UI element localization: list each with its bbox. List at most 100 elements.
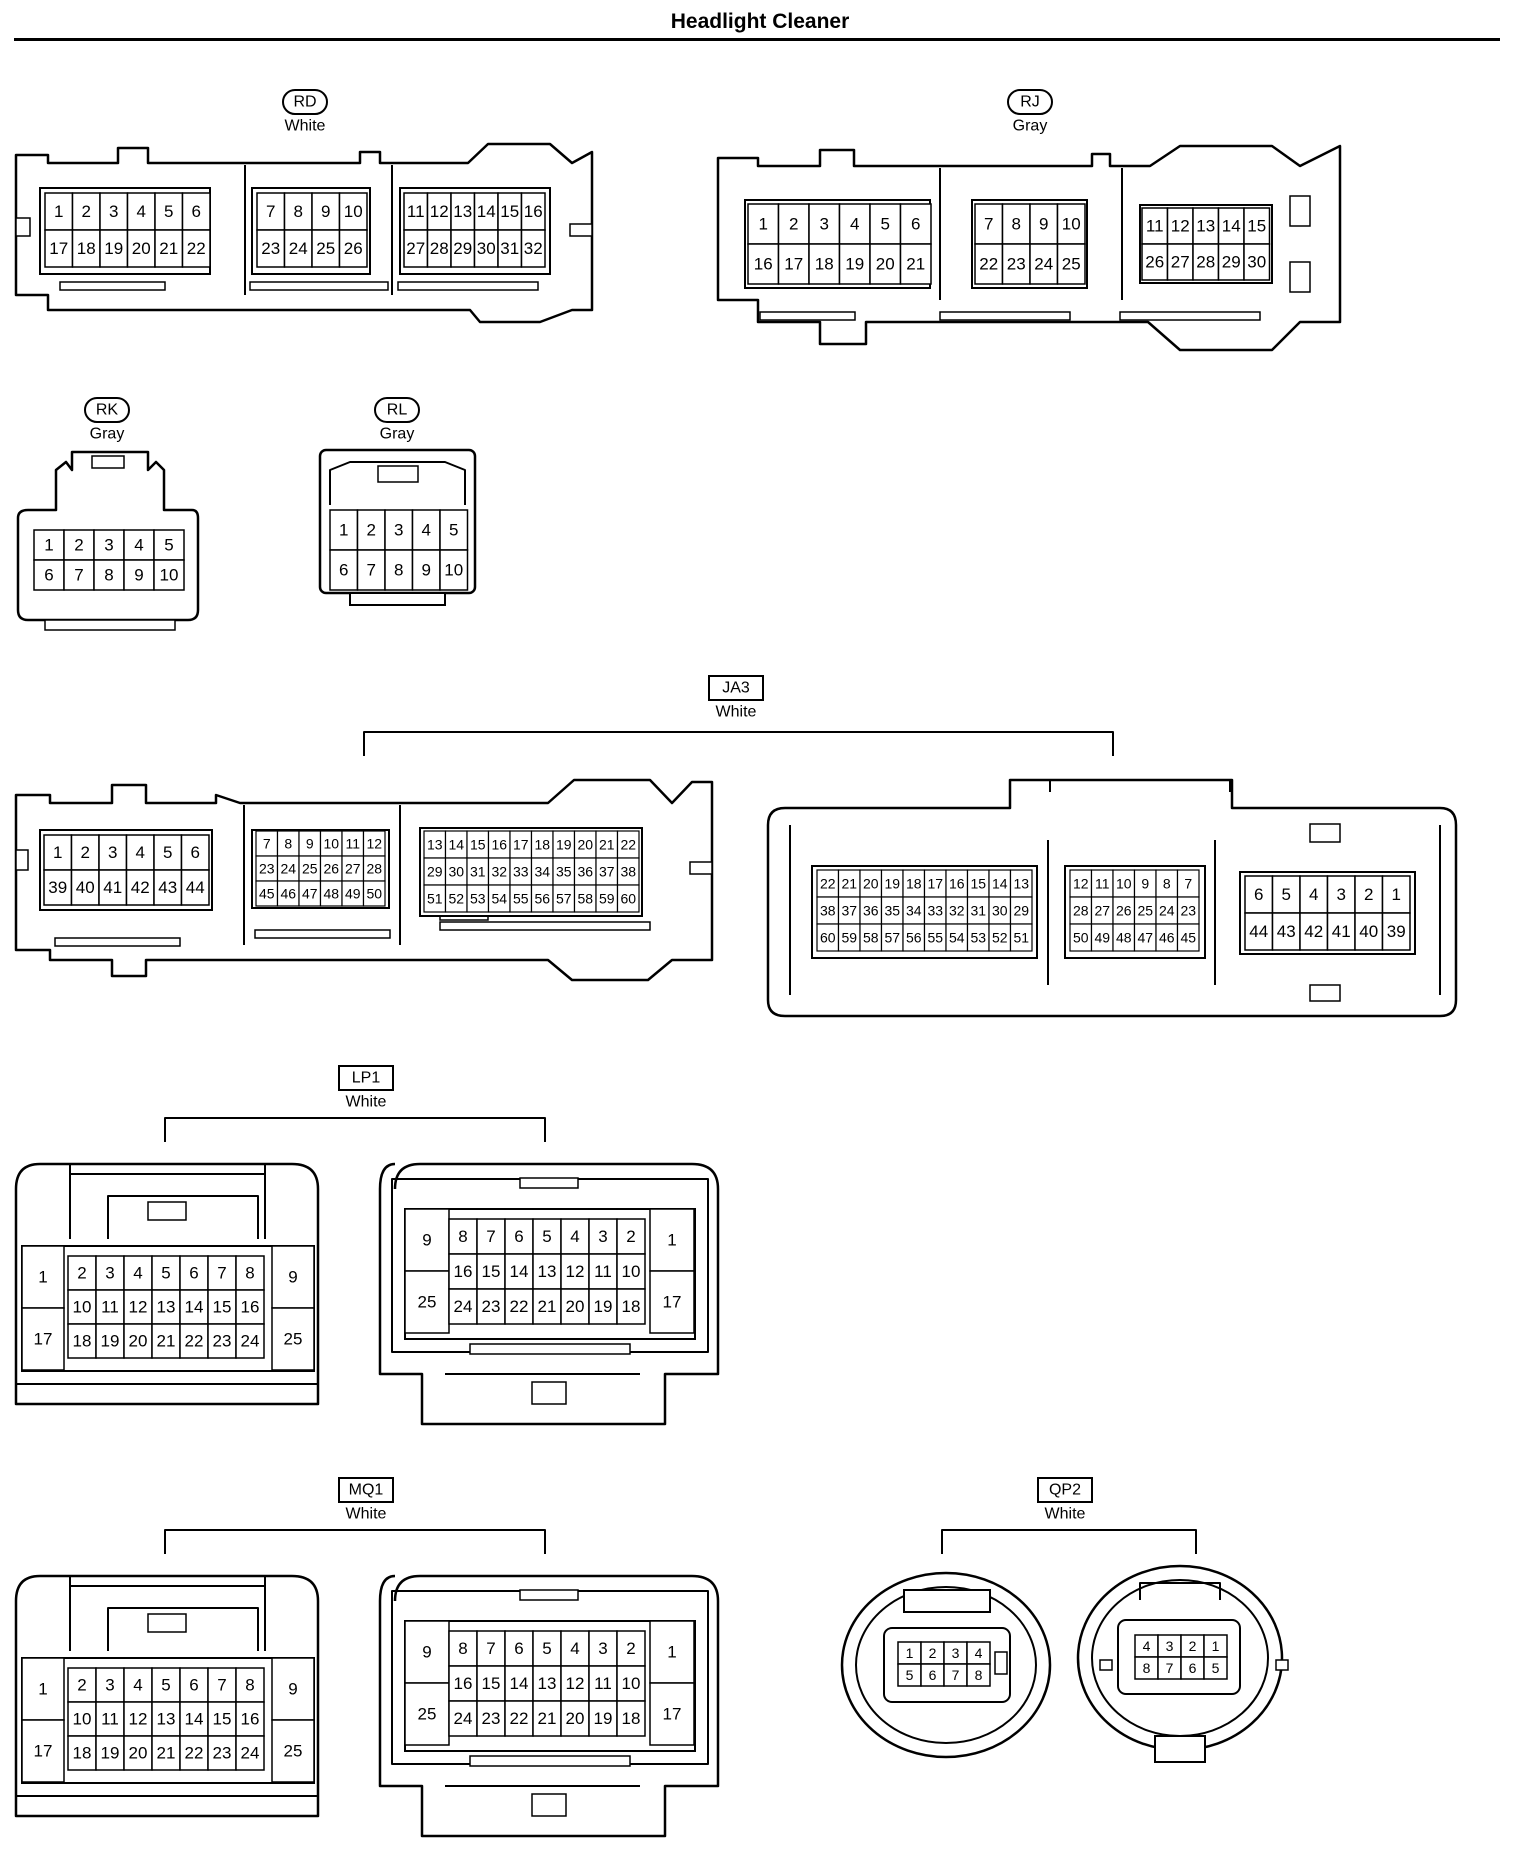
pin-cell	[1056, 243, 1086, 285]
pin-number: 4	[133, 1264, 142, 1283]
pin-number: 11	[345, 836, 360, 852]
pin-cell	[207, 1667, 237, 1703]
pin-number: 12	[566, 1674, 585, 1693]
pin-number: 7	[486, 1639, 495, 1658]
pin-cell	[504, 1288, 534, 1325]
pin-number: 30	[448, 864, 464, 880]
pin-number: 2	[1364, 885, 1373, 904]
connector-tag	[282, 89, 328, 115]
pin-cell	[98, 834, 128, 871]
pin-number: 55	[927, 930, 943, 946]
pin-cell	[1271, 912, 1301, 951]
pin-cell	[649, 1270, 695, 1334]
pin-number: 10	[444, 561, 463, 580]
pin-cell	[560, 1700, 590, 1737]
connector-color: White	[346, 1506, 387, 1523]
pin-number: 13	[538, 1674, 557, 1693]
pin-number: 7	[984, 215, 993, 234]
pin-cell	[411, 549, 441, 591]
pin-cell	[747, 203, 780, 245]
pin-number: 43	[1277, 922, 1296, 941]
pin-cell	[899, 243, 932, 285]
pin-number: 4	[850, 215, 859, 234]
pin-number: 21	[157, 1332, 176, 1351]
pin-number: 25	[316, 239, 335, 258]
pin-number: 2	[626, 1639, 635, 1658]
pin-number: 19	[884, 876, 900, 892]
pin-number: 31	[970, 903, 986, 919]
pin-number: 28	[1196, 253, 1215, 272]
pin-number: 8	[394, 561, 403, 580]
pin-cell	[235, 1323, 265, 1359]
pin-cell	[338, 229, 368, 268]
pin-number: 6	[189, 1264, 198, 1283]
pin-number: 18	[534, 837, 550, 853]
pin-number: 17	[34, 1330, 53, 1349]
pin-number: 10	[73, 1710, 92, 1729]
pin-number: 25	[302, 861, 318, 877]
pin-number: 13	[1196, 217, 1215, 236]
pin-number: 32	[491, 864, 507, 880]
pin-number: 27	[1171, 253, 1190, 272]
pin-number: 14	[510, 1674, 529, 1693]
pin-number: 8	[245, 1676, 254, 1695]
pin-number: 37	[599, 864, 615, 880]
pin-number: 1	[667, 1231, 676, 1250]
pin-number: 26	[344, 239, 363, 258]
pin-number: 49	[1094, 930, 1110, 946]
pin-cell	[125, 869, 155, 906]
pin-number: 4	[134, 536, 143, 555]
pin-number: 59	[599, 891, 615, 907]
pin-number: 22	[187, 239, 206, 258]
pin-cell	[151, 1323, 181, 1359]
pin-number: 3	[952, 1645, 960, 1661]
pin-cell	[439, 509, 469, 551]
pin-cell	[616, 884, 640, 913]
pin-number: 23	[1007, 255, 1026, 274]
pin-number: 9	[134, 566, 143, 585]
pin-cell	[777, 243, 810, 285]
pin-number: 10	[73, 1298, 92, 1317]
pin-cell	[588, 1665, 618, 1702]
pin-number: 5	[542, 1639, 551, 1658]
pin-number: 14	[1222, 217, 1241, 236]
pin-cell	[476, 1288, 506, 1325]
pin-number: 52	[992, 930, 1008, 946]
pin-cell	[207, 1289, 237, 1325]
pin-number: 24	[1034, 255, 1053, 274]
pin-number: 47	[1137, 930, 1153, 946]
pin-number: 1	[906, 1645, 914, 1661]
pin-number: 24	[241, 1744, 260, 1763]
pin-number: 55	[513, 891, 529, 907]
pin-number: 1	[1392, 885, 1401, 904]
pin-number: 9	[321, 202, 330, 221]
pin-number: 24	[280, 861, 296, 877]
pin-grid: 925	[271, 1245, 315, 1371]
pin-number: 39	[1387, 922, 1406, 941]
pin-number: 21	[157, 1744, 176, 1763]
pin-number: 60	[620, 891, 636, 907]
pin-number: 19	[104, 239, 123, 258]
connector-color: White	[346, 1094, 387, 1111]
pin-cell	[63, 529, 95, 561]
pin-number: 45	[259, 886, 275, 902]
pin-cell	[256, 192, 286, 231]
pin-number: 9	[288, 1268, 297, 1287]
pin-number: 23	[213, 1332, 232, 1351]
pin-number: 1	[44, 536, 53, 555]
pin-number: 20	[566, 1297, 585, 1316]
pin-number: 4	[136, 843, 145, 862]
pin-number: 31	[500, 239, 519, 258]
connector-code: MQ1	[349, 1482, 384, 1499]
pin-number: 3	[394, 521, 403, 540]
pin-number: 24	[454, 1709, 473, 1728]
pin-number: 28	[366, 861, 382, 877]
pin-number: 7	[217, 1676, 226, 1695]
pin-number: 3	[109, 202, 118, 221]
connector-bracket	[164, 1529, 546, 1554]
